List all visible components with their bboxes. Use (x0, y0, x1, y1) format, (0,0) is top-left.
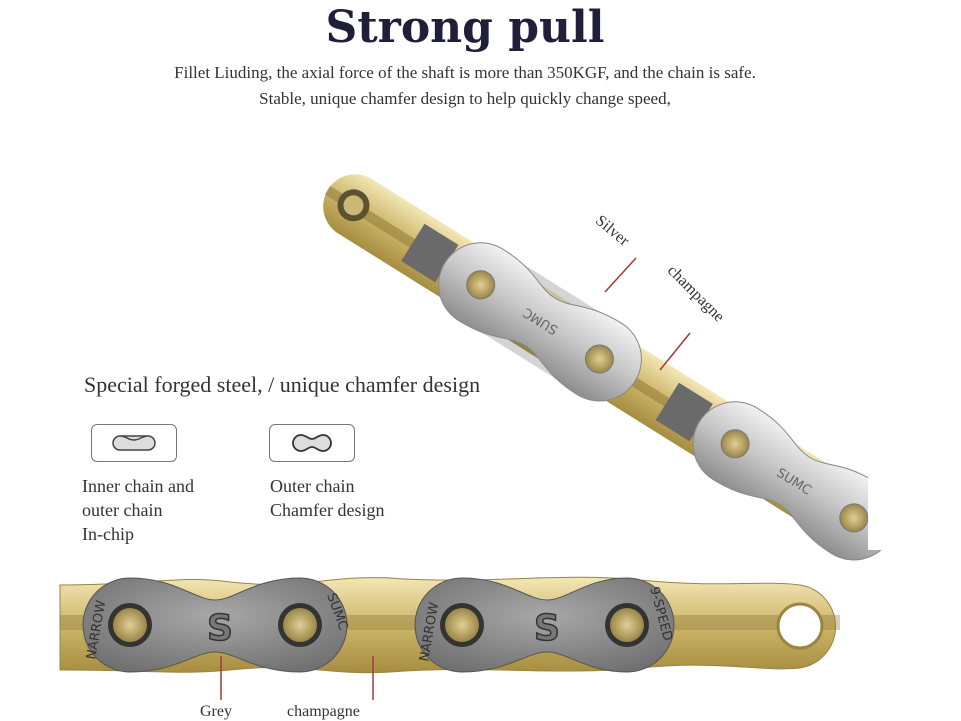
outer-chain-plate-icon-box (269, 424, 355, 462)
inner-chain-plate-icon-box (91, 424, 177, 462)
subtitle-line-2: Stable, unique chamfer design to help qu… (259, 89, 671, 108)
caption-line: Chamfer design (270, 500, 385, 520)
caption-line: In-chip (82, 524, 134, 544)
grey-outer-plate-2: S NARROW 9-SPEED (414, 577, 675, 673)
champagne-leader-line (659, 332, 691, 371)
silver-outer-plate-2: SUMC (692, 401, 897, 561)
caption-line: outer chain (82, 500, 163, 520)
inner-chain-plate-icon (112, 435, 156, 451)
features-heading: Special forged steel, / unique chamfer d… (84, 372, 481, 397)
end-link-hole (776, 602, 824, 650)
feature-caption-outer: Outer chain Chamfer design (270, 474, 384, 522)
grey-outer-plate-1: S NARROW SUMC (82, 577, 350, 673)
caption-line: Outer chain (270, 476, 355, 496)
bottom-chain: S NARROW SUMC S NARROW 9-SPEED (59, 576, 840, 674)
outer-chain-plate-icon (292, 434, 332, 452)
top-chain: SUMC SUMC (323, 174, 897, 561)
subtitle-line-1: Fillet Liuding, the axial force of the s… (174, 63, 756, 82)
silver-outer-plate: SUMC (438, 242, 642, 402)
brand-logo: S (207, 608, 233, 649)
label-champagne-bottom: champagne (287, 703, 360, 720)
brand-logo-2: S (534, 608, 560, 649)
page-title: Strong pull (325, 2, 605, 53)
silver-leader-line (604, 257, 637, 293)
feature-caption-inner: Inner chain and outer chain In-chip (82, 474, 194, 546)
label-grey: Grey (200, 703, 232, 720)
caption-line: Inner chain and (82, 476, 194, 496)
